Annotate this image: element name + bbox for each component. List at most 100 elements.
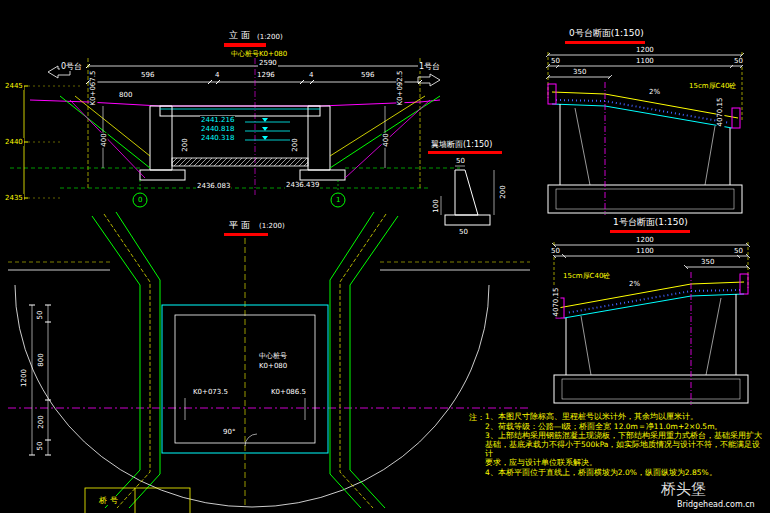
dimension-text: 200 — [498, 184, 506, 199]
dimension-text: 50 — [733, 247, 744, 255]
plan-view — [8, 270, 530, 271]
plan-view — [8, 262, 530, 263]
station-text: 中心桩号 — [258, 352, 288, 360]
level-text: 2440.318 — [200, 134, 235, 142]
abutment-name: 0号台 — [60, 62, 83, 71]
section-title: 翼墙断面(1:150) — [430, 140, 493, 149]
plan-view — [15, 285, 489, 507]
plan-view — [162, 305, 328, 453]
abutment-name: 1号台 — [418, 62, 441, 71]
plan-view — [175, 315, 315, 443]
dimension-text: 1200 — [635, 46, 655, 54]
plan-view — [48, 305, 49, 455]
abutment-sections — [552, 242, 750, 405]
dimension-text: 4 — [308, 71, 314, 79]
dimension-text: 4070.15 — [716, 97, 724, 128]
wall-section — [428, 151, 502, 154]
plan-view — [245, 238, 246, 505]
elevation-view — [88, 82, 420, 83]
material-text: 15cm厚C40砼 — [562, 272, 611, 280]
station-text: K0+073.5 — [192, 388, 229, 396]
elevation-view — [10, 43, 460, 207]
elevation-view — [10, 168, 460, 188]
dimension-text: 596 — [140, 71, 155, 79]
axis-number: 0 — [137, 196, 143, 204]
abutment-sections — [546, 41, 750, 405]
elevation-view — [133, 193, 147, 207]
plan-view — [116, 212, 160, 508]
dimension-text: 100 — [431, 198, 439, 213]
elevation-view — [418, 74, 440, 86]
plan-view — [8, 408, 530, 409]
watermark: 桥头堡 — [660, 481, 707, 498]
level-text: 2440 — [4, 138, 24, 146]
elevation-view — [300, 170, 345, 180]
dimension-text: 400 — [99, 132, 107, 147]
dimension-text: 2% — [628, 280, 641, 288]
plan-view — [29, 305, 35, 455]
dimension-text: 4070.15 — [552, 287, 560, 318]
dimension-text: 800 — [118, 91, 133, 99]
wall-section — [455, 166, 465, 167]
axis-number: 1 — [335, 196, 341, 204]
plan-view — [350, 216, 398, 508]
wall-section — [428, 151, 502, 225]
abutment-sections — [546, 52, 744, 215]
dimension-text: 2590 — [258, 59, 278, 67]
station-text: K0+080 — [258, 362, 288, 370]
plan-view — [32, 305, 33, 455]
dimension-text: 2% — [648, 88, 661, 96]
elevation-view — [150, 106, 330, 170]
elevation-view — [160, 109, 320, 110]
dimension-text: 50 — [36, 310, 44, 321]
wall-section — [494, 170, 495, 215]
elevation-view — [86, 80, 422, 84]
elevation-view — [140, 180, 338, 192]
level-text: 2435 — [4, 194, 24, 202]
plan-view — [340, 214, 386, 508]
wall-section — [455, 170, 478, 215]
plan-view — [224, 233, 268, 236]
dimension-text: 350 — [700, 258, 715, 266]
station-text: 中心桩号K0+080 — [230, 50, 288, 58]
note-text: 4、本桥平面位于直线上，桥面横坡为2.0%，纵面纵坡为2.85%。 — [484, 469, 767, 478]
title-table — [135, 488, 136, 513]
table-cell: 桥 号 — [98, 496, 119, 505]
title-table — [85, 488, 190, 513]
elevation-view — [60, 96, 440, 168]
title-table — [85, 488, 190, 513]
elevation-view — [160, 106, 320, 116]
dimension-text: 50 — [36, 441, 44, 452]
note-text: 3、上部结构采用钢筋混凝土现浇板，下部结构采用重力式桥台，基础采用扩大基础，基底… — [484, 432, 767, 458]
view-title: 平 面 — [228, 220, 251, 230]
elevation-view — [86, 64, 422, 68]
plan-view — [245, 434, 257, 446]
plan-view — [92, 216, 140, 508]
level-text: 2445 — [4, 82, 24, 90]
plan-view — [104, 214, 150, 508]
section-title: 0号台断面(1:150) — [568, 28, 645, 38]
elevation-view — [70, 100, 430, 178]
watermark: Bridgehead.com.cn — [676, 500, 756, 509]
dimension-text: 200 — [180, 137, 188, 152]
dimension-text: 50 — [455, 157, 466, 165]
note-text: 2、荷载等级：公路—Ⅰ级；桥面全宽 12.0m＝净11.0m+2×0.5m。 — [484, 423, 767, 432]
dimension-text: 200 — [290, 137, 298, 152]
plan-view — [330, 212, 374, 508]
dimension-text: 1200 — [20, 368, 28, 388]
dimension-text: 50 — [458, 228, 469, 236]
dimension-text: 400 — [381, 132, 389, 147]
level-text: 2441.216 — [200, 116, 235, 124]
dimension-text: 50 — [550, 247, 561, 255]
dimension-text: 200 — [36, 414, 44, 429]
note-text: 要求，应与设计单位联系解决。 — [484, 459, 767, 468]
elevation-view — [172, 158, 308, 166]
abutment-sections — [610, 230, 690, 233]
elevation-view — [245, 122, 290, 140]
elevation-view — [103, 106, 385, 168]
elevation-view — [224, 43, 266, 47]
abutment-sections — [552, 242, 750, 405]
abutment-sections — [565, 41, 645, 44]
